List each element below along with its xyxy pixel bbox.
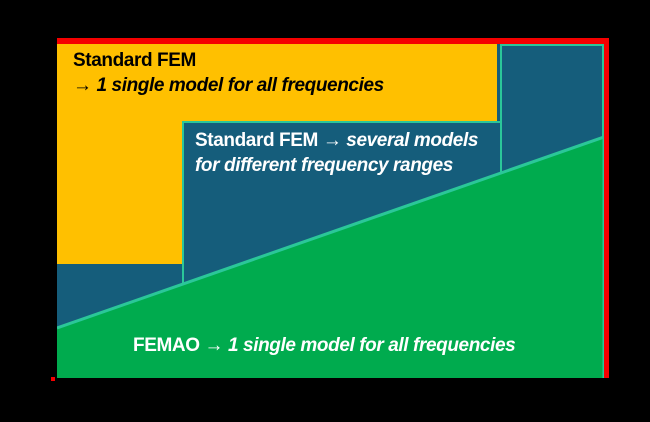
- femao-label: FEMAO → 1 single model for all frequenci…: [133, 333, 516, 358]
- standard-fem-several-line1-plain: Standard FEM: [195, 130, 323, 151]
- plot-inner: Standard FEM → 1 single model for all fr…: [57, 44, 604, 378]
- femao-region: [57, 135, 604, 378]
- red-corner-mark: [51, 377, 55, 381]
- standard-fem-single-line1: Standard FEM: [73, 50, 196, 71]
- femao-wedge-edge: [57, 135, 604, 378]
- standard-fem-several-line2: for different frequency ranges: [195, 155, 453, 176]
- standard-fem-single-line2: → 1 single model for all frequencies: [73, 75, 384, 96]
- plot-area: Standard FEM → 1 single model for all fr…: [57, 38, 609, 378]
- standard-fem-several-line1: Standard FEM → several models: [195, 128, 478, 153]
- femao-wedge-shape: [57, 137, 604, 378]
- femao-label-plain: FEMAO: [133, 335, 205, 356]
- standard-fem-several-label: Standard FEM → several models for differ…: [195, 128, 478, 178]
- standard-fem-single-label: Standard FEM → 1 single model for all fr…: [73, 48, 384, 98]
- standard-fem-several-line1-italic: → several models: [322, 130, 479, 151]
- femao-label-italic: → 1 single model for all frequencies: [204, 335, 516, 356]
